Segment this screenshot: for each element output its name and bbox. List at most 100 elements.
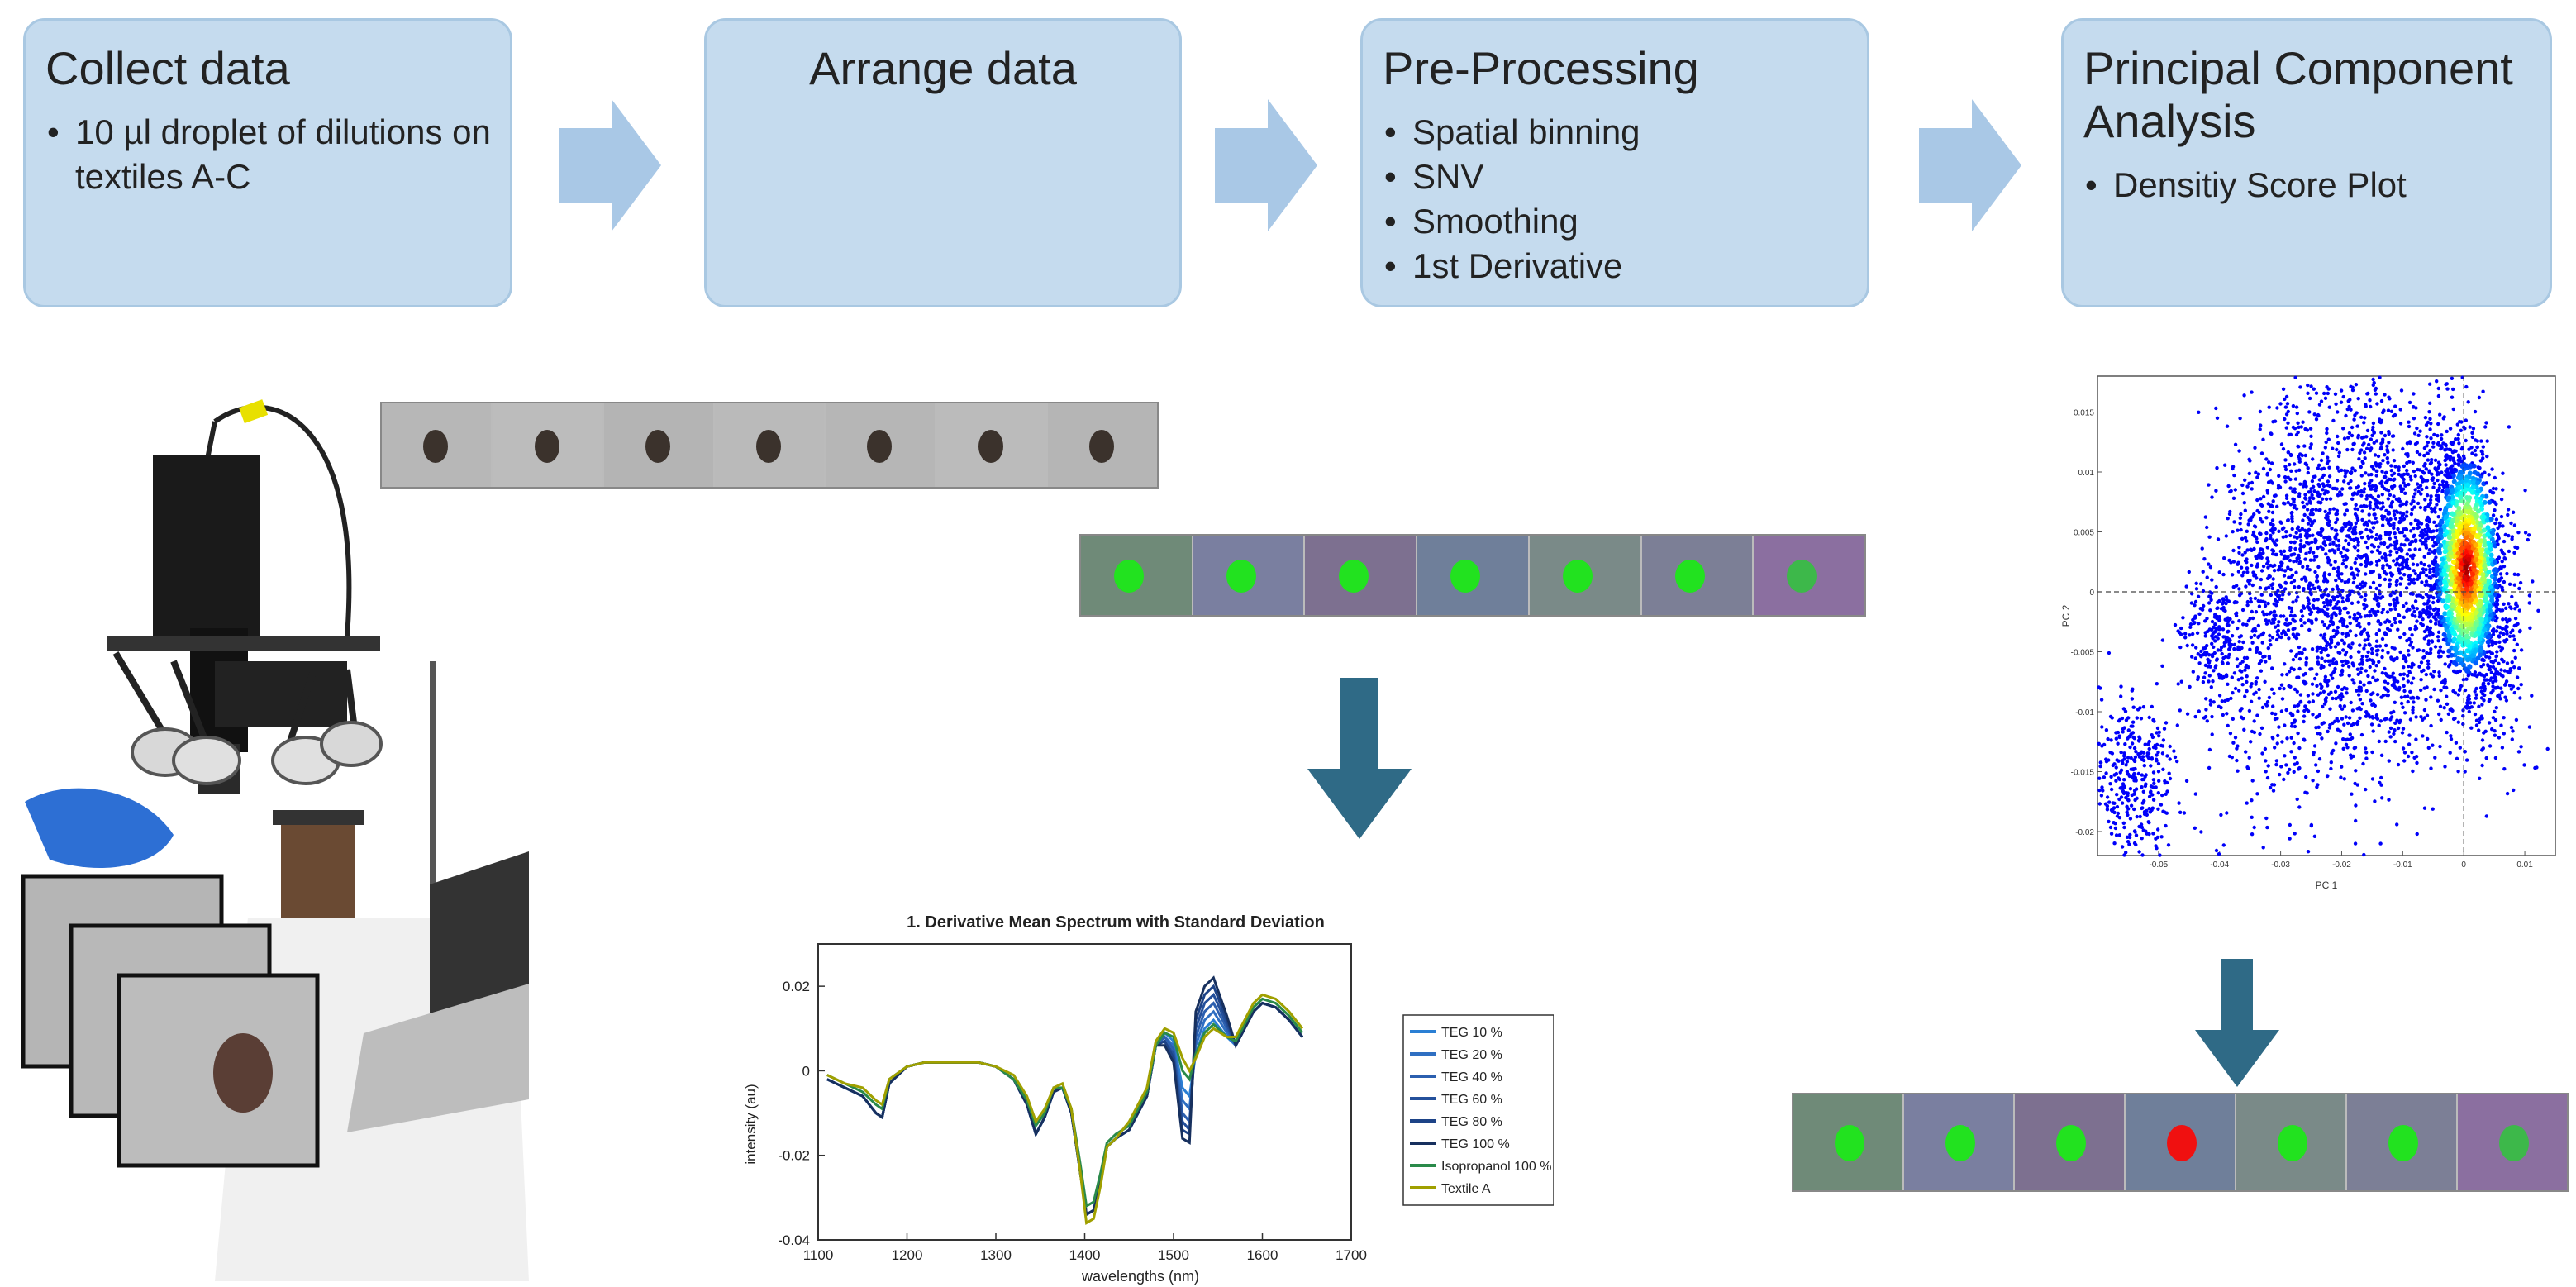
score-point [2316, 783, 2320, 787]
score-point [2237, 449, 2241, 453]
score-point [2502, 602, 2506, 606]
score-point [2485, 634, 2491, 640]
score-point [2228, 489, 2232, 494]
score-point [2481, 514, 2487, 520]
score-point [2493, 729, 2497, 733]
score-point [2374, 536, 2378, 541]
score-point [2376, 595, 2380, 600]
score-point [2402, 558, 2407, 562]
score-point [2255, 650, 2259, 654]
score-point [2137, 755, 2142, 759]
score-point [2368, 665, 2372, 670]
score-point [2458, 565, 2464, 570]
score-point [2439, 518, 2445, 524]
score-point [2331, 587, 2335, 592]
score-point [2397, 685, 2402, 690]
score-point [2345, 548, 2350, 552]
score-point [2399, 388, 2404, 393]
score-point [2272, 569, 2277, 573]
score-point [2221, 602, 2225, 606]
score-point [2324, 646, 2328, 651]
score-point [2459, 608, 2464, 614]
score-point [2412, 534, 2416, 539]
score-point [2336, 454, 2341, 459]
score-point [2321, 704, 2325, 709]
score-point [2303, 557, 2307, 561]
score-point [2407, 636, 2412, 641]
score-point [2387, 431, 2391, 436]
score-point [2178, 645, 2183, 650]
score-point [2434, 607, 2438, 611]
score-point [2378, 446, 2383, 451]
score-point [2470, 435, 2475, 440]
score-point [2397, 468, 2401, 472]
score-point [2192, 621, 2197, 626]
score-point [2355, 722, 2359, 727]
score-point [2274, 603, 2278, 608]
score-point [2147, 807, 2151, 811]
score-point [2306, 470, 2310, 475]
score-point [2304, 660, 2308, 665]
score-point [2293, 832, 2297, 836]
score-point [2479, 617, 2484, 622]
score-point [2359, 562, 2364, 567]
score-point [2304, 484, 2308, 489]
score-point [2491, 491, 2496, 495]
score-point [2198, 653, 2202, 658]
score-point [2141, 789, 2145, 794]
score-point [2285, 672, 2289, 677]
score-point [2368, 500, 2373, 505]
score-point [2497, 556, 2501, 560]
step-pre-processing: Pre-Processing Spatial binning SNV Smoot… [1360, 18, 1869, 307]
score-point [2421, 567, 2426, 571]
score-point [2154, 844, 2158, 848]
strip-cell [382, 403, 493, 487]
score-point [2395, 822, 2399, 827]
score-point [2134, 750, 2138, 754]
score-point [2364, 558, 2369, 562]
score-point [2444, 490, 2450, 496]
score-point [2150, 735, 2155, 740]
score-point [2315, 684, 2319, 688]
score-point [2439, 654, 2443, 659]
score-point [2415, 619, 2419, 623]
legend-entry: TEG 40 % [1441, 1070, 1502, 1084]
score-point [2274, 613, 2278, 617]
score-point [2323, 679, 2327, 684]
score-point [2340, 663, 2345, 668]
score-point [2423, 583, 2427, 587]
score-point [2250, 815, 2254, 819]
step-title: Arrange data [809, 42, 1077, 94]
score-point [2451, 387, 2455, 392]
score-point [2276, 623, 2280, 627]
score-point [2099, 698, 2104, 702]
x-tick-label: 0.01 [2516, 860, 2533, 870]
score-point [2385, 449, 2390, 453]
score-point [2276, 628, 2280, 633]
score-point [2232, 520, 2236, 524]
score-point [2453, 647, 2459, 653]
score-point [2469, 446, 2474, 450]
score-point [2494, 706, 2498, 710]
score-point [2221, 674, 2226, 679]
score-point [2500, 746, 2505, 750]
score-point [2414, 627, 2419, 631]
score-point [2326, 515, 2330, 519]
strip-cell [1754, 536, 1865, 615]
score-point [2295, 689, 2299, 694]
score-point [2208, 608, 2212, 613]
score-point [2263, 600, 2267, 604]
score-point [2418, 484, 2423, 488]
score-point [2201, 589, 2206, 593]
score-point [2097, 776, 2102, 780]
score-point [2356, 600, 2360, 604]
score-point [2474, 723, 2479, 727]
score-point [2344, 524, 2348, 528]
score-point [2435, 503, 2439, 507]
score-point [2288, 503, 2293, 507]
score-point [2491, 486, 2496, 491]
score-point [2433, 645, 2438, 649]
score-point [2240, 683, 2245, 687]
score-point [2247, 457, 2251, 461]
score-point [2302, 587, 2306, 591]
